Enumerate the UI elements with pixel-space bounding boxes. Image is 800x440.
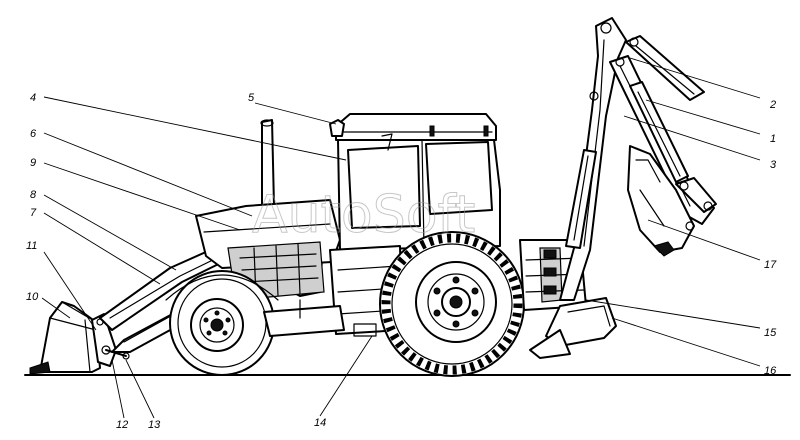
callout-9: 9 [30, 157, 36, 169]
chassis-frame [263, 299, 345, 337]
cab [329, 113, 501, 337]
callout-2: 2 [769, 99, 776, 111]
callout-10: 10 [26, 291, 39, 303]
callout-5: 5 [248, 92, 255, 104]
backhoe-bucket [627, 145, 717, 257]
callout-11: 11 [26, 240, 37, 252]
callout-16: 16 [764, 365, 777, 377]
rear-wheel [379, 231, 525, 377]
callout-12: 12 [116, 419, 128, 431]
callout-13: 13 [148, 419, 161, 431]
front-loader-bucket [29, 301, 101, 375]
callout-4: 4 [30, 92, 36, 104]
callout-7: 7 [30, 207, 37, 219]
callout-17: 17 [764, 259, 777, 271]
callout-8: 8 [30, 189, 37, 201]
front-wheel [165, 270, 279, 376]
leader-lines [41, 57, 761, 419]
callout-1: 1 [770, 133, 776, 145]
callout-3: 3 [770, 159, 777, 171]
callout-14: 14 [314, 417, 326, 429]
watermark: AutoSoft [252, 185, 475, 245]
backhoe-mount [519, 239, 617, 359]
callout-labels: 4 5 6 9 8 7 11 10 12 13 14 2 1 3 17 15 1… [26, 92, 777, 431]
callout-6: 6 [30, 128, 37, 140]
callout-15: 15 [764, 327, 777, 339]
